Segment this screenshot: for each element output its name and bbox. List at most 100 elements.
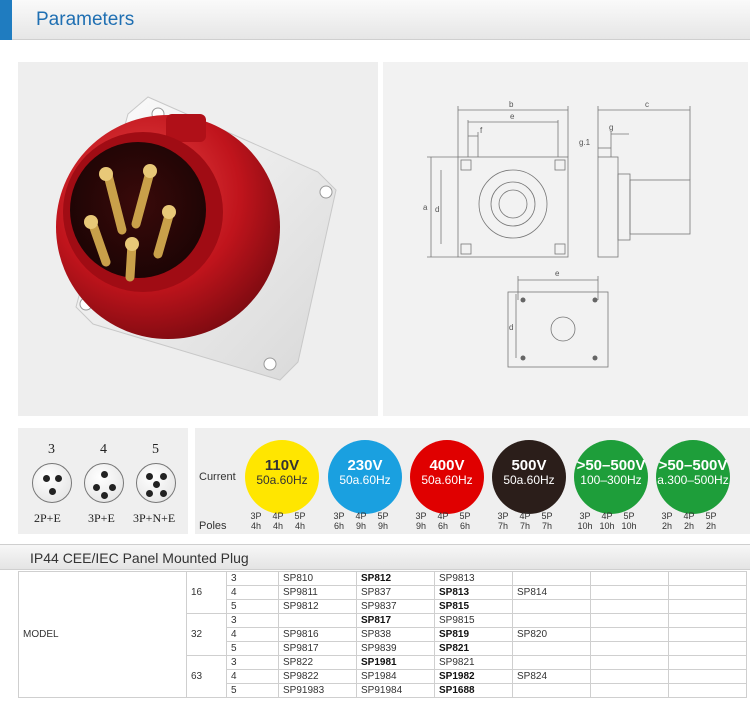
model-code-cell [278,613,357,628]
model-code-cell [590,571,669,586]
frequency-value: 50a.60Hz [339,473,391,487]
voltage-value: >50–500V [576,457,646,474]
model-code-cell [668,641,747,656]
model-code-cell: SP837 [356,585,435,600]
model-code-cell: SP819 [434,627,513,642]
model-code-cell [590,599,669,614]
dim-label: e [510,112,515,121]
dim-label: a [423,203,428,212]
page-title: Parameters [36,9,135,30]
model-code-cell: SP838 [356,627,435,642]
poles-cell: 3 [226,655,279,670]
config-label: 3P+E [88,511,115,525]
model-code-cell: SP9821 [434,655,513,670]
model-code-cell: SP820 [512,627,591,642]
section-bar: IP44 CEE/IEC Panel Mounted Plug [0,544,750,570]
model-code-cell: SP9816 [278,627,357,642]
model-code-cell [668,599,747,614]
frequency-value: a.300–500Hz [657,473,729,487]
voltage-value: 110V [264,457,300,474]
plug-face-5-pin-icon [136,463,176,503]
poles-cell: 5 [226,683,279,698]
config-label: 2P+E [34,511,61,525]
pin-count: 4 [100,442,107,457]
model-code-cell: SP822 [278,655,357,670]
dim-label: g [609,123,613,132]
model-code-cell: SP810 [278,571,357,586]
plug-face-3-pin-icon [32,463,72,503]
current-rating-cell: 63 [186,655,227,698]
dim-label: f [480,126,483,135]
model-code-cell: SP1984 [356,669,435,684]
poles-label: Poles [199,520,227,532]
model-label: MODEL [18,571,187,698]
poles-cell: 5 [226,641,279,656]
model-code-cell [512,655,591,670]
voltage-value: 500V [511,457,547,474]
model-code-cell: SP812 [356,571,435,586]
section-header: Parameters [0,0,750,40]
model-code-cell [590,613,669,628]
model-code-cell: SP9811 [278,585,357,600]
model-code-cell [512,641,591,656]
model-code-cell: SP814 [512,585,591,600]
model-code-cell [512,571,591,586]
model-code-cell [668,669,747,684]
model-code-cell: SP1688 [434,683,513,698]
voltage-value: 230V [347,457,383,474]
poles-cell: 4 [226,669,279,684]
dim-label: c [645,100,649,109]
model-code-cell: SP9813 [434,571,513,586]
model-code-cell [668,585,747,600]
model-code-cell [668,613,747,628]
model-code-cell: SP91983 [278,683,357,698]
poles-cell: 5 [226,599,279,614]
frequency-value: 50a.60Hz [503,473,555,487]
section-title: IP44 CEE/IEC Panel Mounted Plug [30,550,249,566]
frequency-value: 50a.60Hz [256,473,308,487]
current-rating-cell: 16 [186,571,227,614]
model-code-cell [512,613,591,628]
plug-face-4-pin-icon [84,463,124,503]
frequency-value: 50a.60Hz [421,473,473,487]
model-code-cell: SP9815 [434,613,513,628]
model-code-cell [512,683,591,698]
model-code-cell: SP91984 [356,683,435,698]
header-accent-bar [0,0,12,40]
model-code-cell [590,683,669,698]
frequency-value: 100–300Hz [580,473,642,487]
model-code-cell: SP1982 [434,669,513,684]
model-code-cell [668,683,747,698]
current-rating-cell: 32 [186,613,227,656]
model-code-cell: SP1981 [356,655,435,670]
model-code-cell [590,627,669,642]
model-code-cell [590,669,669,684]
poles-cell: 4 [226,585,279,600]
dim-label: b [509,100,514,109]
